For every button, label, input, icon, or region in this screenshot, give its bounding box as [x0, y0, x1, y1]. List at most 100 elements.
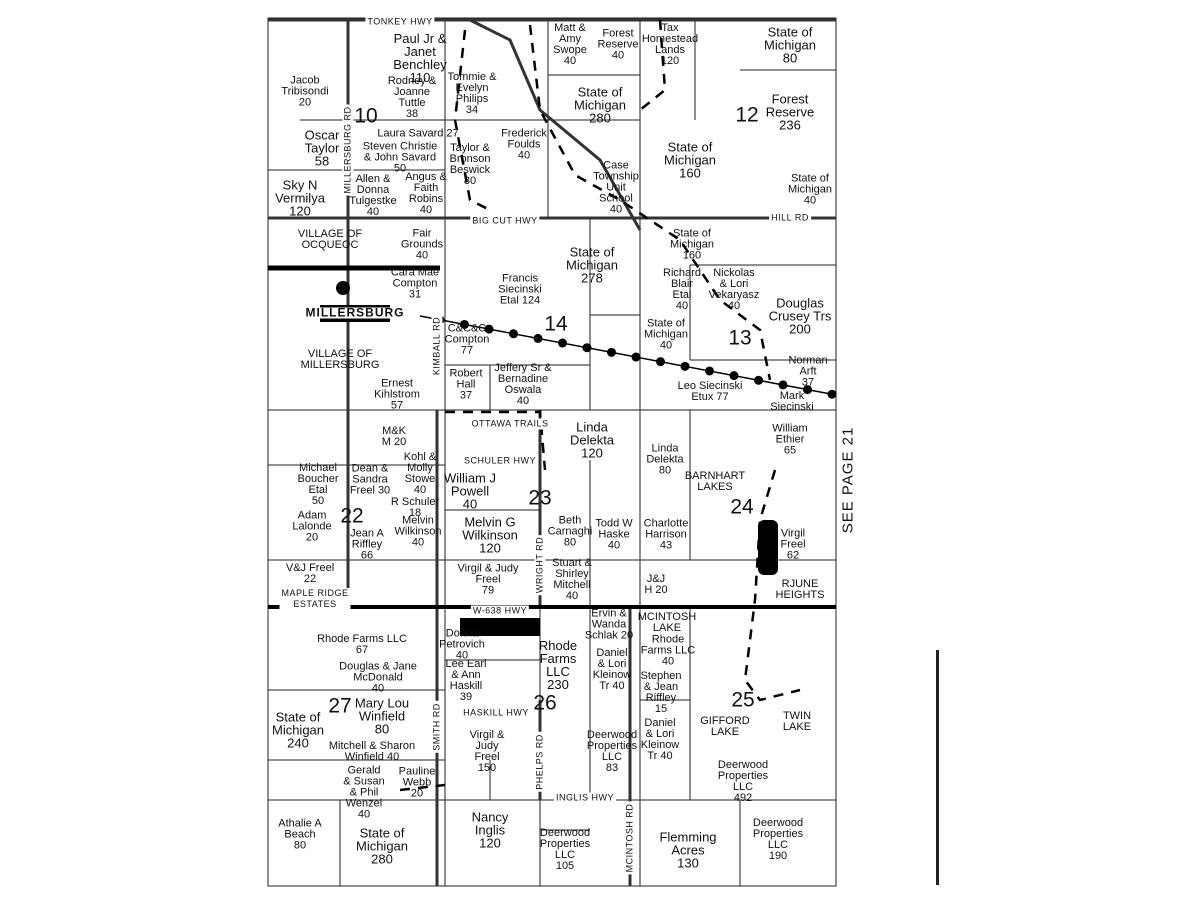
parcel-label: State of Michigan 280: [573, 84, 627, 126]
parcel-label: Charlotte Harrison 43: [643, 517, 689, 552]
parcel-label: GIFFORD LAKE: [700, 715, 750, 738]
section-number: 23: [528, 486, 552, 510]
road-label: KIMBALL RD: [431, 314, 443, 378]
road-label: BIG CUT HWY: [470, 215, 540, 227]
parcel-label: RJUNE HEIGHTS: [775, 578, 825, 601]
parcel-label: Francis Siecinski Etal 124: [498, 272, 542, 307]
parcel-label: Beth Carnaghi 80: [547, 514, 593, 549]
parcel-label: Mark Siecinski: [770, 390, 814, 413]
parcel-label: Oscar Taylor 58: [304, 127, 340, 169]
parcel-label: Tax Homestead Lands 120: [641, 22, 699, 67]
parcel-label: William Ethier 65: [772, 422, 808, 457]
parcel-label: Norman Arft 37: [788, 354, 828, 389]
parcel-label: Rhode Farms LLC 67: [317, 633, 407, 656]
dashed-trail: [743, 469, 801, 702]
parcel-label: Mary Lou Winfield 80: [354, 695, 410, 737]
parcel-label: Cara Mae Compton 31: [390, 266, 440, 301]
road-label: WRIGHT RD: [534, 534, 546, 596]
dashed-trail: [445, 410, 547, 471]
trail-dot: [729, 371, 739, 381]
road-label: SMITH RD: [431, 701, 443, 753]
parcel-label: Linda Delekta 80: [646, 442, 684, 477]
trail-line: [419, 315, 837, 399]
see-page-note: SEE PAGE 21: [839, 426, 857, 534]
parcel-label: Robert Hall 37: [449, 367, 483, 402]
parcel-label: Pauline Webb 20: [398, 765, 436, 800]
section-number: 25: [731, 688, 755, 712]
parcel-label: Deerwood Properties LLC 83: [586, 729, 638, 774]
dashed-trail: [453, 29, 491, 212]
tonkey-diagonal-road: [469, 18, 642, 231]
parcel-label: Nickolas & Lori Vekaryasz 40: [708, 267, 760, 312]
parcel-label: Adam Lalonde 20: [292, 509, 332, 544]
parcel-label: State of Michigan 240: [271, 709, 325, 751]
parcel-label: Deerwood Properties LLC 492: [717, 759, 769, 804]
parcel-label: Linda Delekta 120: [569, 419, 615, 461]
section-number: 26: [533, 691, 557, 715]
parcel-label: Melvin G Wilkinson 120: [462, 514, 518, 556]
dashed-trail: [399, 783, 446, 792]
parcel-label: State of Michigan 160: [669, 227, 715, 262]
dashed-trail: [528, 24, 772, 381]
parcel-label: Angus & Faith Robins 40: [405, 171, 447, 216]
parcel-label: Steven Christie & John Savard 50: [362, 140, 438, 175]
parcel-label: Douglas & Jane McDonald 40: [339, 660, 417, 695]
parcel-label: Lee Earl & Ann Haskill 39: [445, 658, 487, 703]
parcel-label: Jean A Riffley 66: [350, 527, 384, 562]
parcel-label: State of Michigan 80: [763, 24, 817, 66]
trail-dot: [631, 352, 641, 362]
parcel-label: M&K M 20: [381, 425, 407, 448]
section-number: 13: [728, 326, 752, 350]
road-label: PHELPS RD: [534, 732, 546, 792]
trail-dot: [509, 329, 518, 339]
parcel-label: Michael Boucher Etal 50: [297, 462, 339, 507]
road-label: MAPLE RIDGE ESTATES: [279, 588, 351, 610]
trail-dot: [754, 375, 763, 385]
parcel-label: Laura Savard 27: [377, 127, 459, 140]
parcel-label: J&J H 20: [644, 573, 668, 596]
trail-dot: [778, 380, 788, 390]
trail-dot: [705, 366, 714, 376]
trail-dot: [656, 357, 665, 367]
parcel-label: Stephen & Jean Riffley 15: [640, 670, 682, 715]
road-label: SCHULER HWY: [461, 455, 539, 467]
parcel-label: Rhode Farms LLC 230: [538, 638, 578, 692]
parcel-label: R Schuler 18: [390, 496, 440, 519]
parcel-label: Nancy Inglis 120: [471, 809, 509, 851]
road-label: HILL RD: [769, 212, 811, 224]
redaction-bar: [460, 618, 540, 636]
parcel-label: Matt & Amy Swope 40: [553, 22, 587, 67]
road-label: HASKILL HWY: [461, 707, 531, 719]
trail-dot: [803, 385, 812, 395]
road-label: TONKEY HWY: [365, 16, 435, 28]
section-number: 14: [544, 312, 568, 336]
parcel-label: MCINTOSH LAKE: [637, 611, 697, 634]
section-number: 10: [354, 104, 378, 128]
parcel-label: Allen & Donna Tulgestke 40: [349, 173, 397, 218]
road-label: MILLERSBURG RD: [342, 104, 354, 196]
parcel-label: Flemming Acres 130: [659, 829, 717, 871]
road-label: MCINTOSH RD: [624, 801, 636, 875]
parcel-label: Virgil Freel 62: [780, 527, 806, 562]
parcel-label: Melvin Wilkinson 40: [394, 514, 442, 549]
section-number: 24: [730, 495, 754, 519]
parcel-label: William J Powell 40: [444, 470, 496, 512]
parcel-label: Forest Reserve 40: [597, 27, 639, 62]
parcel-label: Donna Petrovich 40: [439, 627, 485, 662]
parcel-label: Deerwood Properties LLC 105: [539, 827, 591, 872]
parcel-label: Jeffery Sr & Bernadine Oswala 40: [494, 362, 552, 407]
section-number: 27: [328, 694, 352, 718]
road-label: W-638 HWY: [470, 605, 530, 617]
parcel-label: Taylor & Bronson Beswick 80: [449, 142, 491, 187]
parcel-label: Athalie A Beach 80: [278, 817, 322, 852]
town-label: MILLERSBURG: [305, 305, 405, 320]
trail-dot: [607, 347, 616, 357]
parcel-label: State of Michigan 160: [663, 139, 717, 181]
town-dot: [336, 281, 350, 295]
parcel-label: Daniel & Lori Kleinow Tr 40: [592, 647, 632, 692]
parcel-label: Daniel & Lori Kleinow Tr 40: [640, 717, 680, 762]
parcel-label: C&C&C Compton 77: [444, 322, 490, 357]
section-number: 12: [735, 103, 759, 127]
trail-dot: [582, 343, 592, 353]
parcel-label: Virgil & Judy Freel 150: [469, 729, 505, 774]
